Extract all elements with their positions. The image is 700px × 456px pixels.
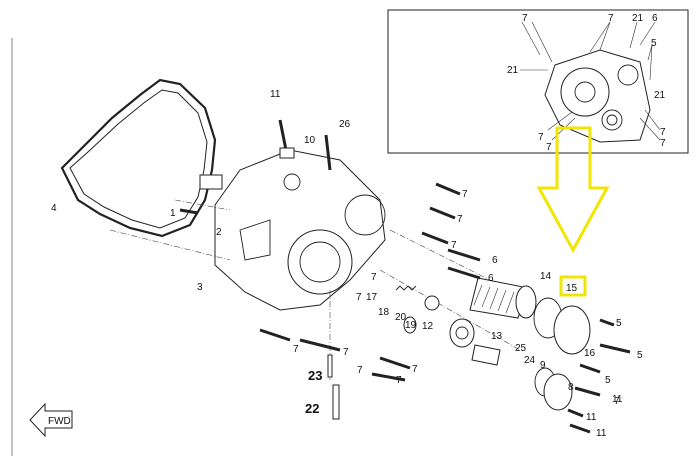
part-label: 6 (488, 273, 494, 284)
highlight-arrow (536, 126, 610, 254)
part-label: 11 (270, 89, 281, 100)
inset-view: 7 7 21 6 5 21 21 7 7 7 7 (387, 9, 689, 154)
part-label: 6 (492, 255, 498, 266)
part-label: 7 (356, 292, 362, 303)
inset-label-7: 7 (608, 13, 614, 24)
part-label: 7 (293, 344, 299, 355)
spring (395, 285, 417, 291)
part-label: 5 (616, 318, 622, 329)
inset-label-21: 21 (507, 65, 519, 76)
filter-cover (553, 305, 591, 355)
part-label: 11 (586, 412, 597, 423)
inset-label-21: 21 (654, 90, 666, 101)
part-label: 10 (304, 135, 316, 146)
bolts (179, 119, 631, 434)
part-label: 7 (371, 272, 377, 283)
part-label: 9 (540, 360, 546, 371)
seal (424, 295, 440, 311)
part-label: 22 (305, 401, 319, 416)
part-label: 18 (378, 307, 390, 318)
inset-label-5: 5 (651, 38, 657, 49)
part-label: 25 (515, 343, 527, 354)
part-label: 14 (540, 271, 552, 282)
part-label: 16 (584, 348, 596, 359)
sensor (199, 174, 223, 190)
part-labels: 1 2 3 4 5 5 5 6 6 7 7 7 7 7 7 7 7 7 7 7 … (51, 89, 643, 439)
part-label: 5 (605, 375, 611, 386)
part-label: 8 (568, 382, 574, 393)
gasket (60, 78, 217, 238)
inset-label-7: 7 (538, 132, 544, 143)
cover-bore (287, 229, 353, 295)
inset-label-7: 7 (522, 13, 528, 24)
part-label: 17 (366, 292, 378, 303)
part-label: 13 (491, 331, 503, 342)
part-label: 1 (170, 208, 176, 219)
part-label: 7 (396, 375, 402, 386)
part-label: 7 (462, 189, 468, 200)
part-label: 4 (51, 203, 57, 214)
dowel (332, 384, 340, 420)
part-label: 7 (343, 347, 349, 358)
shaft (471, 344, 501, 366)
part-label: 7 (614, 396, 620, 407)
part-label: 3 (197, 282, 203, 293)
inset-label-7: 7 (546, 142, 552, 153)
part-label: 7 (412, 364, 418, 375)
part-label: 12 (422, 321, 434, 332)
inset-label-7: 7 (660, 127, 666, 138)
part-label: 23 (308, 368, 322, 383)
part-label: 19 (405, 320, 417, 331)
part-label: 2 (216, 227, 222, 238)
inset-bore (560, 67, 610, 117)
part-label: 20 (395, 312, 407, 323)
part-label: 26 (339, 119, 351, 130)
highlight-box (559, 275, 587, 297)
bearing (449, 318, 475, 348)
inset-label-7: 7 (660, 138, 666, 149)
inset-label-21: 21 (632, 13, 644, 24)
oil-filter (469, 277, 537, 319)
part-label: 7 (357, 365, 363, 376)
part-label: 7 (457, 214, 463, 225)
part-label: 15 (566, 283, 578, 294)
crankcase-cover (214, 149, 386, 311)
part-label: 11 (596, 428, 607, 439)
inset-label-6: 6 (652, 13, 658, 24)
part-label: 5 (637, 350, 643, 361)
part-label: 24 (524, 355, 536, 366)
part-label: 7 (451, 240, 457, 251)
fwd-arrow-icon: FWD (29, 402, 73, 438)
pump-housing (543, 373, 573, 411)
part-label: 11 (612, 394, 623, 405)
fwd-label: FWD (48, 416, 71, 427)
